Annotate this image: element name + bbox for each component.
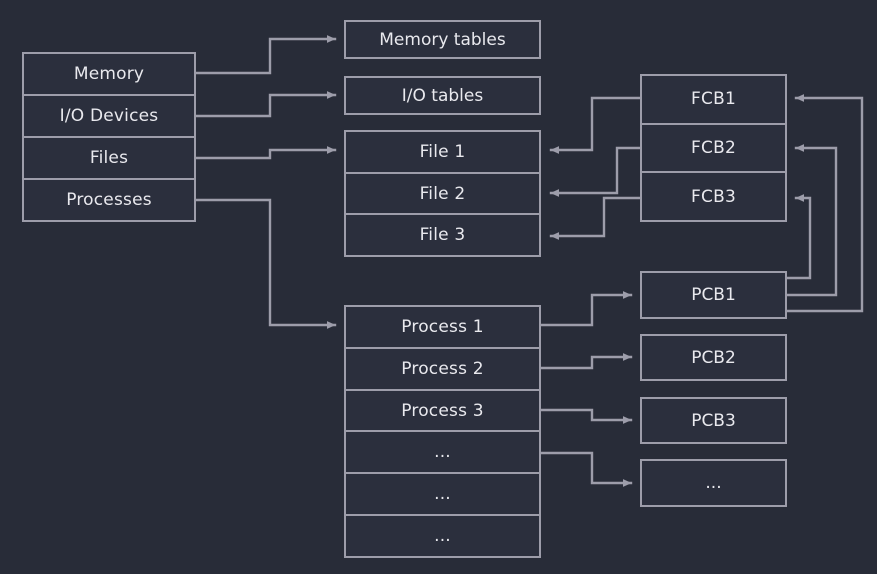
resources-row-memory[interactable]: Memory [24,54,194,94]
wire-files-to-file-table [194,146,337,160]
files-row-file-3[interactable]: File 3 [346,213,539,256]
wire-pcb1-to-fcb2 [785,144,838,297]
pcb3-box[interactable]: PCB3 [640,397,787,444]
files-row-file-2[interactable]: File 2 [346,171,539,214]
resources-row-io-devices[interactable]: I/O Devices [24,94,194,136]
fcb-row-fcb3[interactable]: FCB3 [642,171,785,221]
fcb-row-fcb1[interactable]: FCB1 [642,76,785,123]
process-row-5[interactable]: ... [346,472,539,515]
resources-row-files[interactable]: Files [24,136,194,178]
files-table: File 1 File 2 File 3 [344,130,541,257]
process-table: Process 1 Process 2 Process 3 ... ... ..… [344,305,541,558]
wire-process3-to-pcb3 [539,408,633,424]
pcb1-box[interactable]: PCB1 [640,271,787,319]
process-row-2[interactable]: Process 2 [346,346,539,389]
process-row-4[interactable]: ... [346,430,539,473]
wire-processes-to-process-table [194,198,337,329]
memory-tables-box[interactable]: Memory tables [344,20,541,59]
wire-fcb1-to-file1 [549,96,641,154]
fcb-table: FCB1 FCB2 FCB3 [640,74,787,222]
wire-process2-to-pcb2 [539,353,633,370]
process-row-3[interactable]: Process 3 [346,388,539,431]
resources-table: Memory I/O Devices Files Processes [22,52,196,222]
wire-pcb1-to-fcb3 [785,194,812,280]
wire-process4-to-pcbmore [539,451,633,487]
process-row-1[interactable]: Process 1 [346,307,539,347]
fcb-row-fcb2[interactable]: FCB2 [642,122,785,172]
wire-fcb2-to-file2 [549,146,641,197]
process-row-6[interactable]: ... [346,514,539,556]
pcb2-box[interactable]: PCB2 [640,334,787,381]
wire-memory-to-memory-tables [194,35,337,75]
io-tables-box[interactable]: I/O tables [344,76,541,115]
wire-fcb3-to-file3 [549,196,641,240]
wire-process1-to-pcb1 [539,291,633,327]
wire-io-to-io-tables [194,91,337,118]
wire-pcb1-to-fcb1 [785,94,864,313]
files-row-file-1[interactable]: File 1 [346,132,539,172]
pcb-more-box[interactable]: ... [640,459,787,507]
resources-row-processes[interactable]: Processes [24,178,194,220]
